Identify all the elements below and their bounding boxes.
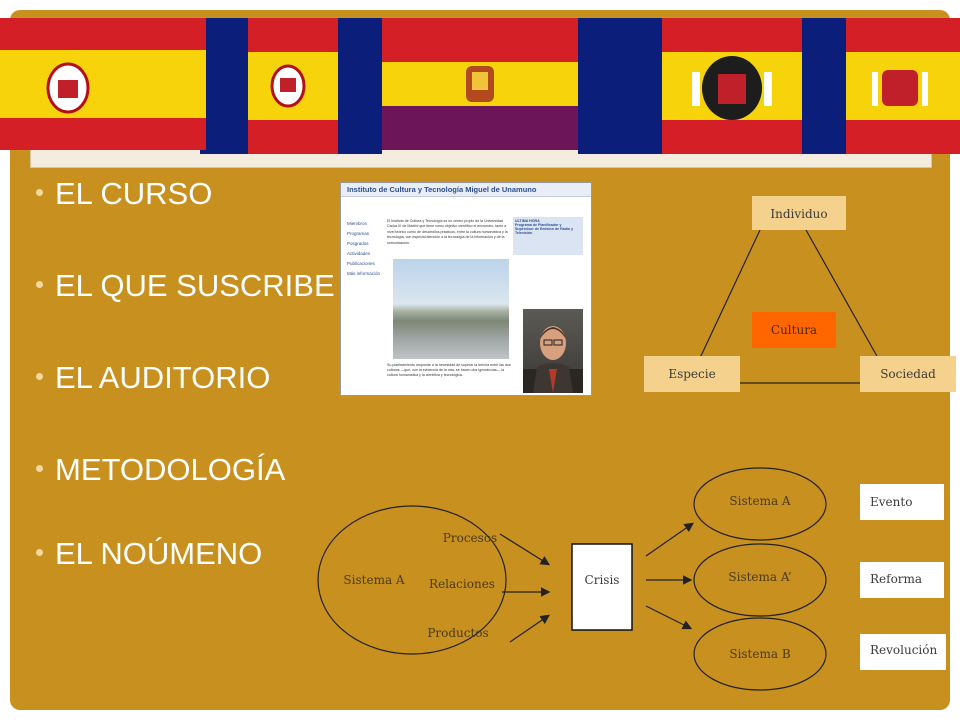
arrow-productos (509, 614, 550, 643)
website-menu-item: Posgrados (347, 241, 369, 246)
arrow-to-sistema-b (645, 605, 693, 630)
triangle-node-individuo-label: Individuo (770, 207, 827, 221)
triangle-node-individuo (752, 196, 846, 230)
bullet-item-curso: EL CURSO (36, 176, 212, 212)
type-evento-label: Evento (870, 495, 912, 509)
outcome-ellipse-1 (693, 467, 827, 541)
bullet-item-noumeno: EL NOÚMENO (36, 536, 262, 572)
bullet-dot-icon (36, 549, 43, 557)
arrow-to-sistema-a (645, 522, 694, 557)
website-menu-item: Actividades (347, 251, 371, 256)
bullet-dot-icon (36, 465, 43, 473)
portrait-figure-icon (523, 326, 583, 393)
triangle-node-cultura (752, 312, 836, 348)
source-system-label: Sistema A (343, 573, 404, 587)
bullet-dot-icon (36, 281, 43, 289)
website-menu-item: Más información (347, 271, 381, 276)
website-screenshot: Instituto de Cultura y Tecnología Miguel… (340, 182, 592, 396)
triangle-node-especie (644, 356, 740, 392)
type-reforma-label: Reforma (870, 572, 922, 586)
outcome-sistema-b-label: Sistema B (729, 647, 790, 661)
bullet-item-suscribe: EL QUE SUSCRIBE (36, 268, 335, 304)
outcome-ellipse-3 (693, 617, 827, 691)
flag-2 (248, 18, 338, 154)
triangle-node-sociedad-label: Sociedad (880, 367, 936, 381)
type-box-revolucion (860, 634, 946, 670)
flag-1 (0, 18, 206, 150)
bullet-item-auditorio: EL AUDITORIO (36, 360, 270, 396)
bullet-dot-icon (36, 189, 43, 197)
outcome-sistema-a-prime-label: Sistema A’ (728, 570, 791, 584)
type-revolucion-label: Revolución (870, 643, 937, 657)
triangle-node-especie-label: Especie (668, 367, 715, 381)
website-title: Instituto de Cultura y Tecnología Miguel… (341, 183, 591, 197)
flag-republic (382, 18, 578, 150)
website-menu: Miembros Programas Posgrados Actividades… (347, 219, 383, 279)
type-box-evento (860, 484, 944, 520)
source-system-ellipse (317, 505, 507, 655)
flag-current (846, 18, 960, 154)
website-menu-item: Publicaciones (347, 261, 375, 266)
website-caption: Su planteamiento responde a la necesidad… (387, 363, 511, 377)
input-relaciones-label: Relaciones (429, 577, 495, 591)
triangle-node-cultura-label: Cultura (771, 323, 817, 337)
website-menu-item: Programas (347, 231, 370, 236)
input-procesos-label: Procesos (443, 531, 497, 545)
crisis-label: Crisis (585, 573, 620, 587)
portrait-photo (523, 309, 583, 393)
culture-triangle: Individuo Especie Sociedad Cultura (644, 196, 956, 392)
website-news-title: ULTIMA HORA (515, 219, 540, 223)
outcome-ellipse-2 (693, 543, 827, 617)
crisis-diagram: Sistema A Procesos Relaciones Productos … (317, 467, 946, 691)
triangle-node-sociedad (860, 356, 956, 392)
website-intro-text: El Instituto de Cultura y Tecnología es … (387, 219, 508, 245)
bullet-item-metodologia: METODOLOGÍA (36, 452, 285, 488)
website-news-box: ULTIMA HORA Programa de Planificador y S… (513, 217, 583, 255)
bullet-dot-icon (36, 373, 43, 381)
arrow-procesos (499, 533, 551, 566)
website-bridge-photo (393, 259, 509, 359)
input-productos-label: Productos (427, 626, 488, 640)
spanish-flags-banner (0, 18, 960, 154)
crisis-box (571, 543, 633, 631)
type-box-reforma (860, 562, 944, 598)
website-news-text: Programa de Planificador y Supervisor de… (515, 223, 574, 235)
website-menu-item: Miembros (347, 221, 367, 226)
flag-eagle (662, 18, 802, 154)
outcome-sistema-a-label: Sistema A (729, 494, 790, 508)
